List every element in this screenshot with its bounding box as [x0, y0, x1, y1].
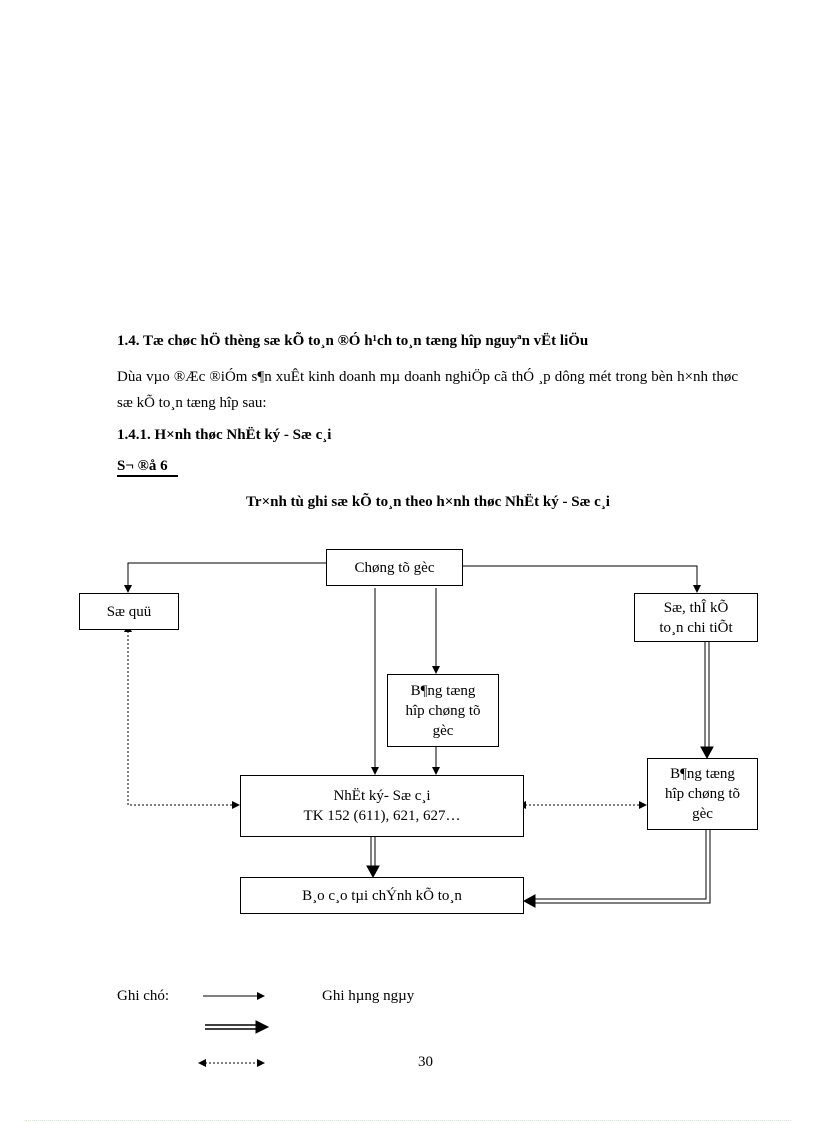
- box-journal-ledger: NhËt ký- Sæ c¸i TK 152 (611), 621, 627…: [240, 775, 524, 837]
- page-bottom-border: [25, 1120, 791, 1121]
- box-label: B¸o c¸o tµi chÝnh kÕ to¸n: [302, 887, 462, 904]
- box-summary-right: B¶ng tæng hîp chøng tõ gèc: [647, 758, 758, 830]
- box-cash-book: Sæ quü: [79, 593, 179, 630]
- figure-title: Tr×nh tù ghi sæ kÕ to¸n theo h×nh thøc N…: [246, 494, 610, 510]
- intro-paragraph: Dùa vµo ®Æc ®iÓm s¶n xuÊt kinh doanh mµ …: [117, 369, 738, 411]
- box-label: hîp chøng tõ: [405, 702, 481, 719]
- double-arrow-journal-to-reports: [366, 836, 380, 879]
- box-label: TK 152 (611), 621, 627…: [303, 808, 461, 824]
- section-heading: 1.4. Tæ chøc hÖ thèng sæ kÕ to¸n ®Ó h¹ch…: [117, 333, 589, 349]
- box-label: gèc: [432, 722, 454, 739]
- subheading: 1.4.1. H×nh thøc NhËt ký - Sæ c¸i: [117, 427, 332, 443]
- page-number: 30: [418, 1054, 433, 1070]
- box-financial-reports: B¸o c¸o tµi chÝnh kÕ to¸n: [240, 877, 524, 914]
- legend-double-arrow: [205, 1020, 270, 1034]
- box-label: hîp chøng tõ: [665, 786, 740, 802]
- box-source-documents: Chøng tõ gèc: [326, 549, 463, 586]
- box-label: Sæ, thÎ kÕ: [663, 599, 729, 616]
- double-arrow-summary-to-reports: [522, 829, 711, 908]
- arrow-source-to-detail: [462, 565, 701, 593]
- box-detail-ledger: Sæ, thÎ kÕ to¸n chi tiÕt: [634, 593, 758, 642]
- box-summary-middle: B¶ng tæng hîp chøng tõ gèc: [387, 674, 499, 747]
- box-label: to¸n chi tiÕt: [659, 619, 733, 636]
- box-label: B¶ng tæng: [670, 766, 735, 782]
- legend-label: Ghi chó:: [117, 988, 170, 1004]
- figure-label: S¬ ®å 6: [117, 458, 178, 477]
- double-arrow-detail-to-summary: [700, 641, 714, 760]
- box-label: Sæ quü: [106, 603, 152, 620]
- box-label: gèc: [692, 806, 713, 822]
- arrow-source-to-cashbook: [124, 562, 326, 593]
- box-label: NhËt ký- Sæ c¸i: [333, 788, 431, 804]
- dotted-arrow-cashbook-journal: [124, 624, 240, 809]
- legend-daily-text: Ghi hµng ngµy: [322, 988, 415, 1004]
- box-label: B¶ng tæng: [410, 682, 476, 699]
- box-label: Chøng tõ gèc: [354, 559, 435, 576]
